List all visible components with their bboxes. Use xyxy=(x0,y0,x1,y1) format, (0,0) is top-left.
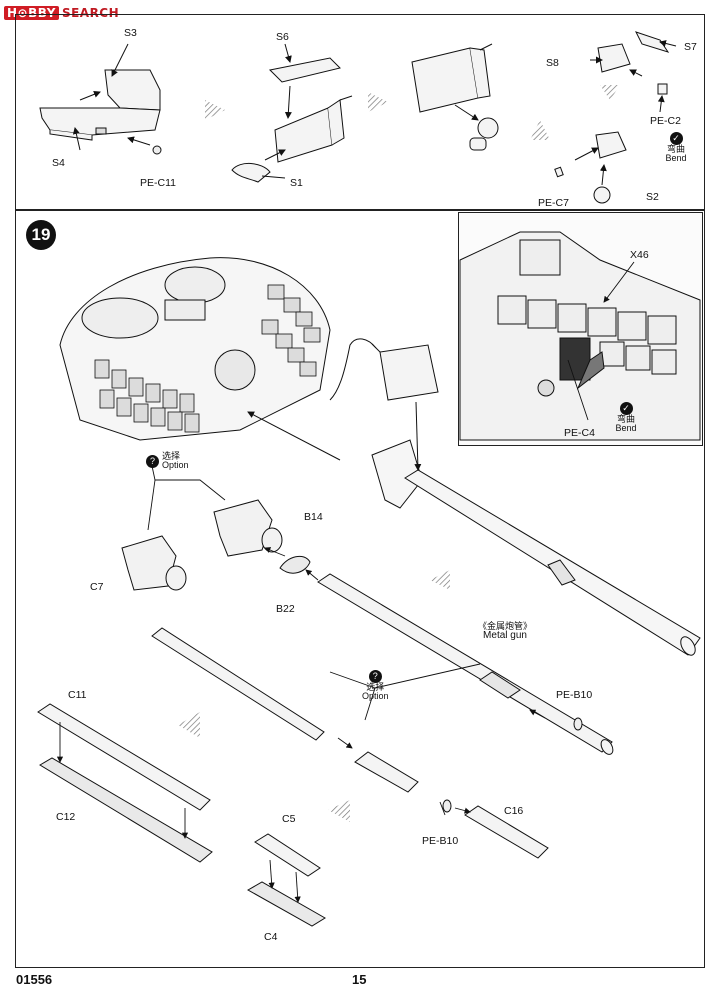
label-pe-c2: PE-C2 xyxy=(650,115,681,127)
option-icon: ? xyxy=(368,670,382,683)
page-number: 15 xyxy=(352,972,367,987)
option-note-2: ? 选择 Option xyxy=(362,670,389,701)
label-c7: C7 xyxy=(90,581,104,593)
label-pe-c11: PE-C11 xyxy=(140,177,176,189)
barrel-mid-section-drawing xyxy=(354,751,419,793)
bend-icon: ✓ xyxy=(619,402,633,415)
option-note-1: ? 选择 Option xyxy=(146,452,189,470)
metal-gun-en: Metal gun xyxy=(483,630,527,641)
option-en-2: Option xyxy=(362,691,389,701)
turret-era-blocks xyxy=(94,284,321,433)
b14-mantlet-drawing xyxy=(213,499,283,557)
label-s7: S7 xyxy=(684,41,697,53)
top-subassembly-panel xyxy=(15,14,705,210)
label-c16: C16 xyxy=(504,805,524,817)
s7-s8-drawing xyxy=(554,31,670,204)
bend-icon: ✓ xyxy=(669,132,683,145)
label-s8: S8 xyxy=(546,57,559,69)
inset-turret-detail-drawing xyxy=(459,231,701,441)
b22-ring-drawing xyxy=(279,555,311,574)
s3-s4-bracket-drawing xyxy=(39,69,162,155)
label-c4: C4 xyxy=(264,931,278,943)
turret-drawing xyxy=(59,257,331,441)
option-icon: ? xyxy=(146,454,159,468)
c11-c12-drawing xyxy=(37,703,213,863)
c7-mantlet-drawing xyxy=(121,535,187,591)
label-pe-c7: PE-C7 xyxy=(538,197,569,209)
label-s6: S6 xyxy=(276,31,289,43)
pe-b10-ring-drawing xyxy=(442,717,583,813)
bend-cn-top: 弯曲 xyxy=(666,144,685,154)
step-number: 19 xyxy=(31,225,51,244)
direction-hatch-arrows-main xyxy=(178,570,450,822)
bend-en-inset: Bend xyxy=(615,423,637,433)
label-s4: S4 xyxy=(52,157,65,169)
option-en-1: Option xyxy=(162,460,189,470)
bend-note-top: ✓ 弯曲 Bend xyxy=(656,132,696,163)
kit-code: 01556 xyxy=(16,972,53,987)
label-s3: S3 xyxy=(124,27,137,39)
direction-hatch-arrows-top xyxy=(205,85,620,140)
hobbysearch-watermark: H⊙BBY SEARCH xyxy=(4,4,119,22)
label-pe-c4: PE-C4 xyxy=(564,427,595,439)
label-b14: B14 xyxy=(304,511,323,523)
watermark-logo: H⊙BBY xyxy=(4,6,59,20)
bend-note-inset: ✓ 弯曲 Bend xyxy=(608,402,644,433)
plastic-barrel-drawing xyxy=(151,627,325,741)
metal-gun-cn: 《金属炮管》 xyxy=(478,621,533,631)
bend-en-top: Bend xyxy=(665,153,687,163)
option-cn-1: 选择 xyxy=(162,451,181,461)
sight-assembly-top-drawing xyxy=(411,43,499,151)
main-gun-barrel-drawing xyxy=(371,439,701,656)
label-s2: S2 xyxy=(646,191,659,203)
metal-gun-barrel-drawing xyxy=(317,573,614,755)
label-s1: S1 xyxy=(290,177,303,189)
label-c5: C5 xyxy=(282,813,296,825)
option-cn-2: 选择 xyxy=(366,682,385,692)
step-number-badge: 19 xyxy=(26,220,56,250)
watermark-text: SEARCH xyxy=(61,6,120,20)
label-c12: C12 xyxy=(56,811,76,823)
sight-box-main-drawing xyxy=(371,343,439,401)
label-pe-b10-lower: PE-B10 xyxy=(422,835,459,847)
label-b22: B22 xyxy=(276,603,295,615)
label-c11: C11 xyxy=(68,689,87,701)
main-step-panel xyxy=(15,210,705,968)
c5-c4-drawing xyxy=(246,833,326,927)
c16-muzzle-drawing xyxy=(464,805,549,859)
label-x46: X46 xyxy=(630,249,649,261)
metal-gun-note: 《金属炮管》 Metal gun xyxy=(478,622,532,641)
label-pe-b10-upper: PE-B10 xyxy=(556,689,593,701)
bend-cn-inset: 弯曲 xyxy=(616,414,635,424)
s6-s1-mount-drawing xyxy=(231,57,353,183)
